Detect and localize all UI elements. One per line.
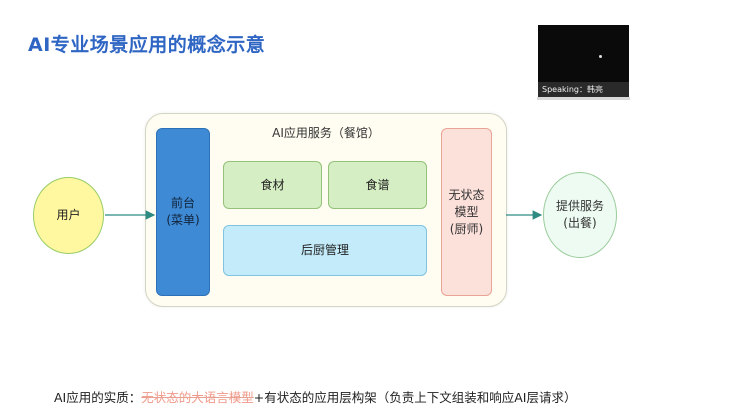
slide-title: AI专业场景应用的概念示意 <box>28 34 266 56</box>
recipes-node: 食谱 <box>328 161 427 209</box>
ai-service-label: AI应用服务（餐馆） <box>272 126 380 140</box>
model-label-line2: 模型 <box>454 204 479 219</box>
model-label-line1: 无状态 <box>448 187 485 202</box>
front-desk-node: 前台 (菜单) <box>156 128 210 296</box>
deliver-label-line2: (出餐) <box>563 216 597 230</box>
footer-summary: AI应用的实质：无状态的大语言模型+有状态的应用层构架（负责上下文组装和响应AI… <box>54 387 576 406</box>
deliver-service-node: 提供服务 (出餐) <box>543 172 617 258</box>
front-desk-label: 前台 <box>170 196 195 210</box>
footer-highlight: 无状态的大语言模型 <box>141 390 254 405</box>
footer-suffix: +有状态的应用层构架（负责上下文组装和响应AI层请求） <box>253 390 577 405</box>
user-label: 用户 <box>56 208 81 222</box>
ingredients-label: 食材 <box>260 177 285 192</box>
kitchen-management-label: 后厨管理 <box>300 243 349 257</box>
video-tile[interactable]: Speaking：韩亮 <box>538 25 629 98</box>
ingredients-node: 食材 <box>223 161 322 209</box>
deliver-label-line1: 提供服务 <box>555 199 604 213</box>
recipes-label: 食谱 <box>365 177 390 192</box>
front-desk-sublabel: (菜单) <box>166 213 200 227</box>
kitchen-management-node: 后厨管理 <box>223 225 427 276</box>
footer-prefix: AI应用的实质： <box>54 390 142 405</box>
user-node: 用户 <box>33 177 104 254</box>
model-label-line3: (厨师) <box>449 221 484 236</box>
video-tile-edge <box>537 97 630 100</box>
video-dot <box>599 55 602 58</box>
stateless-model-node: 无状态 模型 (厨师) <box>441 128 492 296</box>
speaker-label: Speaking：韩亮 <box>538 82 629 98</box>
